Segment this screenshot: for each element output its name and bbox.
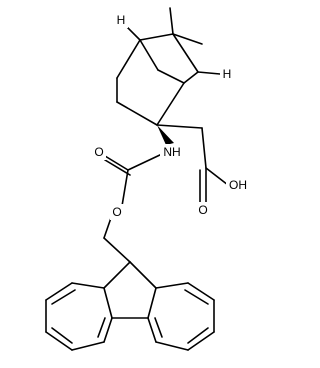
- bond: [156, 82, 185, 126]
- atom-label-carbonyl-oxygen: O: [94, 145, 103, 159]
- bond: [51, 289, 76, 305]
- bond: [139, 33, 174, 41]
- bond: [71, 282, 105, 289]
- bond: [147, 287, 157, 319]
- acetic-acid-group: [156, 124, 229, 203]
- bond: [103, 287, 113, 319]
- bond: [172, 33, 199, 73]
- bond: [201, 127, 207, 169]
- bond: [121, 169, 129, 207]
- atom-label-h-right: H: [223, 67, 232, 81]
- bicyclic-core: [116, 7, 221, 126]
- bond: [197, 71, 221, 75]
- bond: [51, 327, 73, 344]
- bond: [169, 7, 174, 35]
- bond: [187, 327, 209, 344]
- bond: [205, 167, 229, 186]
- bond: [125, 25, 141, 41]
- bond: [147, 317, 157, 343]
- bond: [129, 261, 157, 289]
- bond: [103, 261, 131, 289]
- bond: [157, 69, 185, 84]
- atom-label-acid-carbonyl-oxygen: O: [198, 203, 207, 217]
- bond: [103, 317, 113, 343]
- bond: [103, 237, 131, 263]
- bond: [45, 282, 73, 301]
- bond: [187, 282, 215, 301]
- fluorene-ring-system: [45, 261, 215, 351]
- chemical-structure: H H NH O O OH O: [45, 7, 250, 351]
- bond: [45, 331, 73, 351]
- atom-label-hydroxyl: OH: [229, 178, 247, 192]
- bond: [139, 39, 159, 71]
- bond: [104, 159, 131, 176]
- bond: [104, 155, 129, 171]
- bond: [127, 153, 163, 171]
- atom-label-ester-oxygen: O: [112, 205, 121, 219]
- bond: [97, 317, 106, 338]
- bond: [71, 341, 105, 351]
- bond: [156, 124, 203, 129]
- bond: [172, 33, 203, 45]
- bond: [187, 331, 215, 351]
- atom-label-h-top: H: [117, 13, 126, 27]
- bond: [116, 39, 141, 79]
- atom-labels: H H NH O O OH O: [92, 12, 250, 220]
- atom-label-nh: NH: [163, 145, 180, 159]
- bond: [183, 71, 199, 84]
- stereo-wedge: [157, 125, 174, 145]
- bond: [184, 289, 209, 305]
- bond: [155, 282, 189, 289]
- bond: [155, 341, 189, 351]
- bond: [116, 101, 158, 126]
- bond: [154, 317, 163, 338]
